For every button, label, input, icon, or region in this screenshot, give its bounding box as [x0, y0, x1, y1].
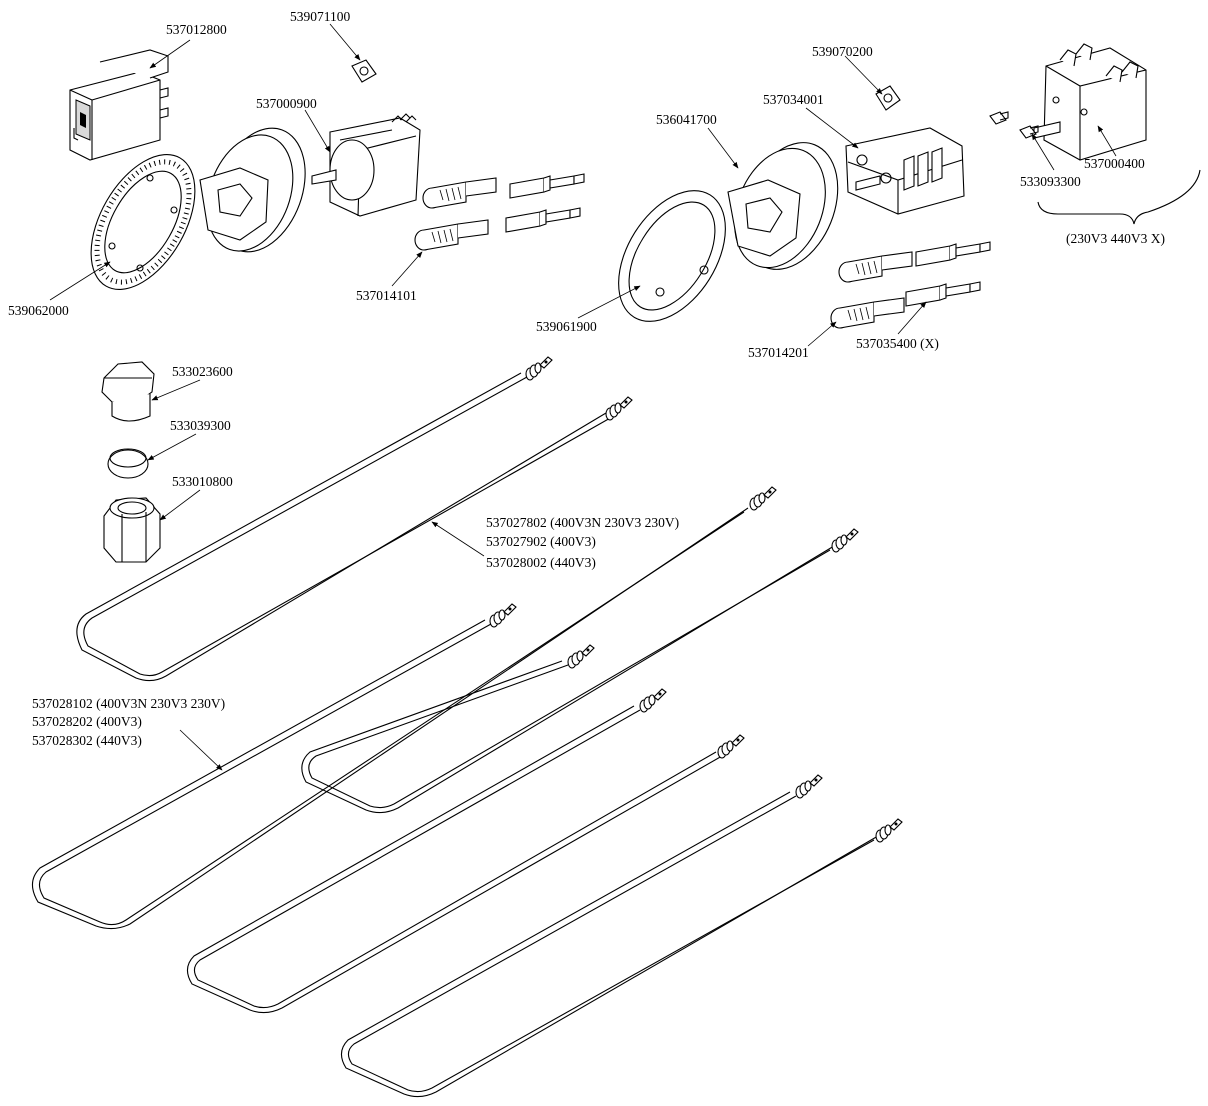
clip-539070200 [875, 85, 901, 111]
knob-right [727, 142, 839, 270]
washer-533039300 [107, 448, 149, 479]
thermostat-537000400 [1033, 43, 1147, 161]
heating-element-upper [76, 356, 633, 682]
lamp-537014201-b [830, 297, 905, 329]
label-537035400: 537035400 (X) [856, 336, 939, 351]
label-element-lower-3: 537028302 (440V3) [32, 733, 142, 748]
lamp-537014101-b [414, 219, 489, 251]
heating-element-lower-1 [186, 688, 745, 1014]
label-537012800: 537012800 [166, 22, 227, 37]
label-element-lower-1: 537028102 (400V3N 230V3 230V) [32, 696, 225, 711]
label-539062000: 539062000 [8, 303, 69, 318]
cap-533023600 [101, 361, 155, 422]
label-230V3-440V3-X: (230V3 440V3 X) [1066, 231, 1165, 246]
label-533093300: 533093300 [1020, 174, 1081, 189]
label-element-lower-2: 537028202 (400V3) [32, 714, 142, 729]
label-element-upper-1: 537027802 (400V3N 230V3 230V) [486, 515, 679, 530]
label-536041700: 536041700 [656, 112, 717, 127]
screw-533093300-a [989, 111, 1009, 125]
labels: 537012800 539071100 537000900 539070200 … [8, 9, 1165, 748]
heating-element-middle [31, 486, 777, 930]
label-537034001: 537034001 [763, 92, 824, 107]
spade-right-b [905, 281, 981, 307]
dial-plate-539061900 [618, 190, 726, 322]
label-element-upper-3: 537028002 (440V3) [486, 555, 596, 570]
knob-left [199, 127, 306, 253]
brace [1037, 169, 1201, 225]
label-537014201: 537014201 [748, 345, 809, 360]
transformer-537012800 [69, 49, 169, 161]
label-533023600: 533023600 [172, 364, 233, 379]
spade-left-b [505, 207, 581, 233]
label-533039300: 533039300 [170, 418, 231, 433]
heating-element-inner [301, 528, 859, 814]
label-537000400: 537000400 [1084, 156, 1145, 171]
label-537000900: 537000900 [256, 96, 317, 111]
lamp-537014101-a [422, 177, 497, 209]
label-533010800: 533010800 [172, 474, 233, 489]
heating-element-lower-2 [340, 774, 903, 1098]
leader-lines [49, 23, 1117, 771]
thermostat-537000900 [311, 113, 421, 217]
spade-right-a [915, 241, 991, 267]
label-539061900: 539061900 [536, 319, 597, 334]
clip-539071100 [351, 59, 377, 83]
nut-533010800 [103, 497, 161, 563]
dial-plate-539062000 [90, 154, 196, 290]
label-element-upper-2: 537027902 (400V3) [486, 534, 596, 549]
spade-left-a [509, 173, 585, 199]
lamp-537014201-a [838, 251, 913, 283]
label-539070200: 539070200 [812, 44, 873, 59]
label-539071100: 539071100 [290, 9, 350, 24]
switch-537034001 [845, 127, 965, 215]
label-537014101: 537014101 [356, 288, 417, 303]
